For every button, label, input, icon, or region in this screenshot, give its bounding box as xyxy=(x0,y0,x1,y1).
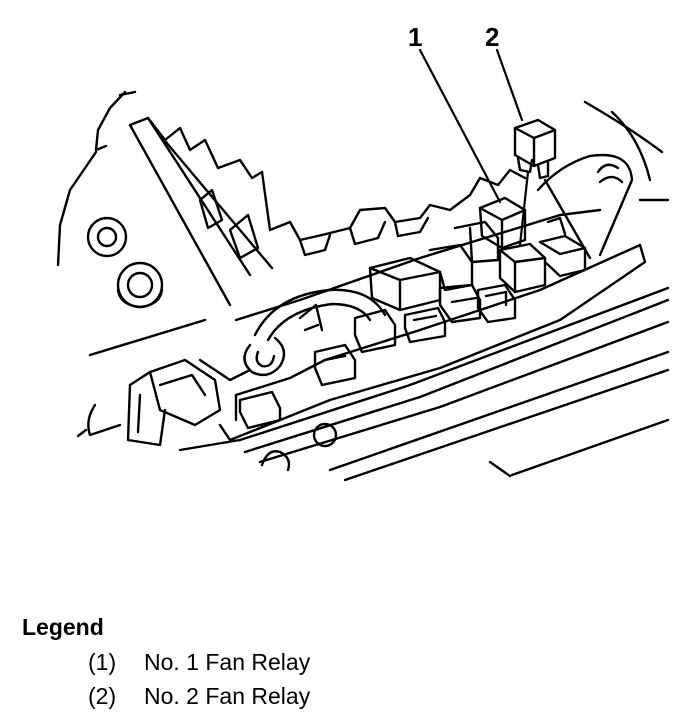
grommet-lower xyxy=(118,263,162,307)
wire-harness xyxy=(244,290,385,375)
fan-relay-2 xyxy=(515,120,555,178)
legend-title: Legend xyxy=(22,614,104,640)
callout-1: 1 xyxy=(408,22,423,52)
legend: Legend (1) No. 1 Fan Relay (2) No. 2 Fan… xyxy=(22,614,310,717)
legend-item-number: (1) xyxy=(88,649,117,675)
legend-item: (2) No. 2 Fan Relay xyxy=(22,683,310,717)
legend-item-number: (2) xyxy=(88,683,117,709)
legend-item: (1) No. 1 Fan Relay xyxy=(22,649,310,683)
grommet-upper xyxy=(88,218,126,256)
fender-contours xyxy=(585,102,668,200)
relay-blocks xyxy=(240,218,585,428)
harness-connector xyxy=(78,360,250,445)
frame-rails xyxy=(180,288,668,480)
fan-relay-1 xyxy=(480,198,525,248)
leader-lines xyxy=(420,50,528,245)
relay-center-housing xyxy=(130,118,645,440)
legend-item-text: No. 1 Fan Relay xyxy=(144,649,311,675)
legend-item-text: No. 2 Fan Relay xyxy=(144,683,311,709)
frame-hole xyxy=(262,424,336,470)
body-panel-left xyxy=(58,92,205,355)
callout-2: 2 xyxy=(485,22,500,52)
